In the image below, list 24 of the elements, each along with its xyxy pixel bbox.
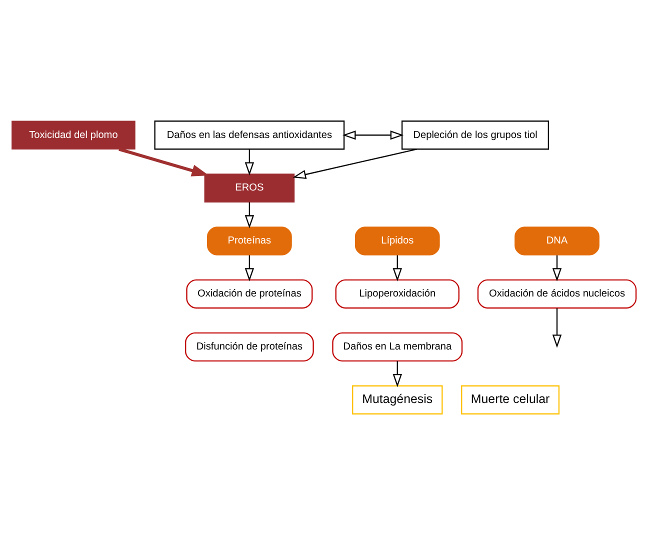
arrow	[244, 202, 254, 228]
node-box: Daños en La membrana	[332, 332, 463, 362]
node-box: Mutagénesis	[352, 384, 443, 414]
node-box: Toxicidad del plomo	[12, 120, 136, 150]
arrow	[552, 254, 562, 281]
arrow	[342, 130, 404, 140]
node-box: Oxidación de ácidos nucleicos	[477, 278, 637, 308]
node-box: DNA	[514, 226, 600, 255]
node-box: Depleción de los grupos tiol	[401, 120, 550, 150]
arrow	[244, 148, 254, 175]
node-box: Proteínas	[207, 226, 292, 255]
node-box: Oxidación de proteínas	[186, 278, 313, 308]
arrow	[392, 360, 402, 387]
node-box: Daños en las defensas antioxidantes	[154, 120, 345, 150]
node-box: Disfunción de proteínas	[185, 332, 314, 362]
arrow	[392, 254, 402, 281]
node-box: Lípidos	[354, 226, 440, 255]
arrow	[552, 308, 562, 348]
node-box: EROS	[204, 173, 295, 202]
arrow	[292, 148, 417, 179]
node-box: Muerte celular	[461, 384, 560, 414]
node-box: Lipoperoxidación	[335, 278, 460, 308]
arrow	[244, 254, 254, 281]
arrow	[118, 147, 209, 176]
